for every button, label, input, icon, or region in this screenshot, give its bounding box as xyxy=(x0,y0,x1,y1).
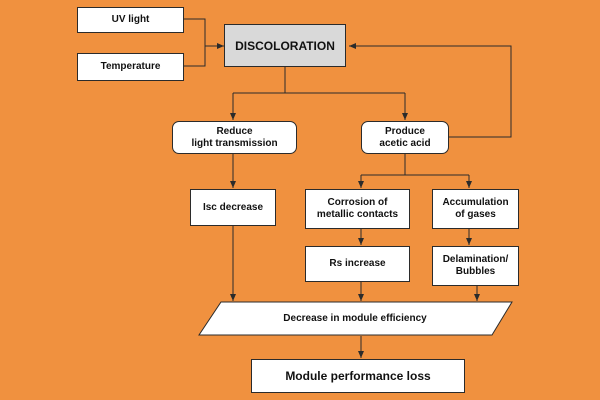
accumulation-line-1: Accumulation xyxy=(442,197,509,208)
uv-light-box: UV light xyxy=(77,7,184,33)
delamination-line-2: Bubbles xyxy=(455,266,496,277)
arrow-acid-feedback xyxy=(349,43,512,138)
arrow-temperature-to-junction xyxy=(184,46,206,67)
uv-light-label: UV light xyxy=(111,14,150,25)
delamination-box: Delamination/ Bubbles xyxy=(432,246,519,286)
corrosion-line-2: metallic contacts xyxy=(316,209,399,220)
corrosion-line-1: Corrosion of xyxy=(327,197,388,208)
reduce-light-transmission-box: Reduce light transmission xyxy=(172,121,297,154)
corrosion-box: Corrosion of metallic contacts xyxy=(305,189,410,229)
accumulation-line-2: of gases xyxy=(455,209,496,220)
decrease-efficiency-parallelogram xyxy=(198,301,513,336)
isc-decrease-box: Isc decrease xyxy=(190,189,276,226)
decrease-efficiency-label: Decrease in module efficiency xyxy=(283,313,427,324)
isc-decrease-label: Isc decrease xyxy=(202,201,264,213)
produce-acid-line-2: acetic acid xyxy=(379,137,431,149)
rs-increase-label: Rs increase xyxy=(329,258,386,269)
produce-acid-line-1: Produce xyxy=(384,125,425,137)
module-performance-loss-box: Module performance loss xyxy=(251,359,465,393)
temperature-label: Temperature xyxy=(100,61,161,72)
discoloration-label: DISCOLORATION xyxy=(235,38,335,53)
produce-acetic-acid-box: Produce acetic acid xyxy=(361,121,449,154)
reduce-light-line-2: light transmission xyxy=(191,137,278,149)
temperature-box: Temperature xyxy=(77,53,184,81)
performance-loss-label: Module performance loss xyxy=(285,369,431,383)
reduce-light-line-1: Reduce xyxy=(216,125,253,137)
accumulation-box: Accumulation of gases xyxy=(432,189,519,229)
delamination-line-1: Delamination/ xyxy=(442,254,509,265)
discoloration-box: DISCOLORATION xyxy=(224,24,346,67)
rs-increase-box: Rs increase xyxy=(305,246,410,282)
arrow-uv-to-junction xyxy=(184,18,206,46)
